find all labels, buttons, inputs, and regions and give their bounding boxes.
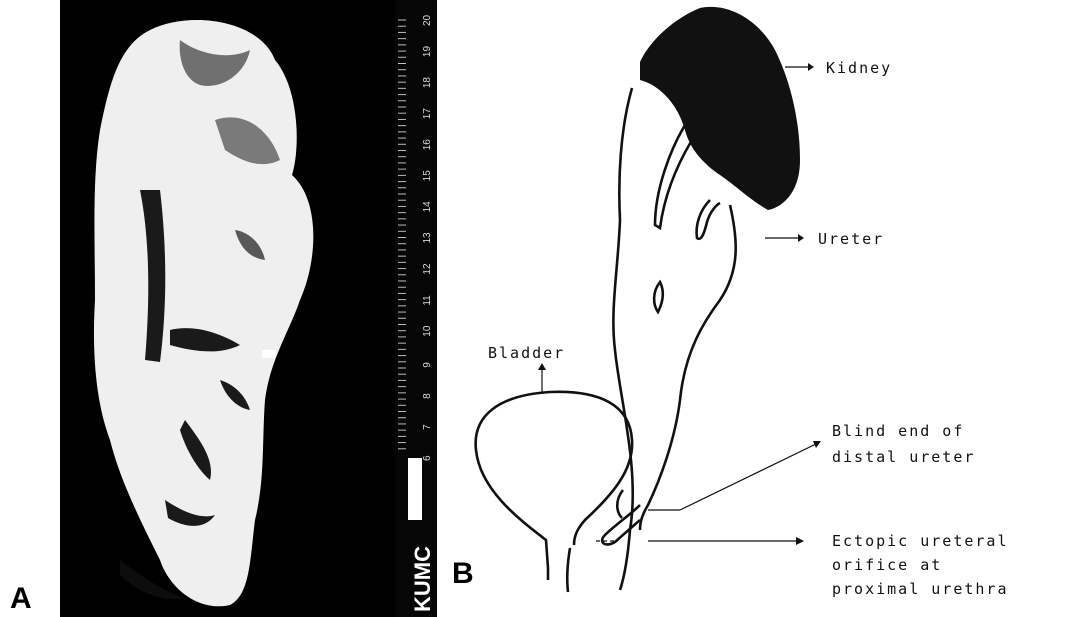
ruler-number: 14 bbox=[422, 201, 433, 213]
bladder-arrow-head bbox=[538, 363, 546, 370]
ruler: 20 19 18 17 16 15 14 13 12 11 10 9 8 7 6 KUMC bbox=[395, 0, 437, 617]
ruler-number: 9 bbox=[422, 362, 433, 368]
ruler-brand-label: KUMC bbox=[410, 546, 435, 612]
ruler-number: 19 bbox=[422, 46, 433, 58]
ureter-loop-lower bbox=[654, 282, 663, 312]
urethra bbox=[548, 548, 570, 592]
schematic-diagram: Kidney Ureter Bladder Blind end of dista… bbox=[440, 0, 1072, 617]
panel-letter-a: A bbox=[10, 582, 32, 615]
blind-end-arrow-line bbox=[680, 443, 818, 510]
specimen-photo: 20 19 18 17 16 15 14 13 12 11 10 9 8 7 6 KUMC A bbox=[0, 0, 440, 617]
label-ectopic-3: proximal urethra bbox=[832, 580, 1009, 598]
label-blind-end-2: distal ureter bbox=[832, 448, 975, 466]
bladder-outline bbox=[476, 392, 633, 568]
ectopic-arrow-head bbox=[796, 537, 804, 545]
label-kidney: Kidney bbox=[826, 59, 892, 77]
ureter-small-loop bbox=[697, 200, 720, 239]
kidney-arrow-head bbox=[808, 63, 814, 71]
blind-end-cap bbox=[617, 490, 623, 518]
ruler-scale-bar bbox=[408, 458, 422, 520]
ruler-number: 18 bbox=[422, 77, 433, 89]
distal-ureter bbox=[602, 505, 640, 544]
ruler-number: 16 bbox=[422, 139, 433, 151]
ruler-number: 7 bbox=[422, 424, 433, 430]
ruler-number: 6 bbox=[422, 455, 433, 461]
ruler-number: 12 bbox=[422, 263, 433, 275]
label-ectopic-1: Ectopic ureteral bbox=[832, 532, 1009, 550]
ruler-number: 11 bbox=[422, 295, 433, 306]
kidney-shape bbox=[640, 7, 800, 210]
panel-a-photo: 20 19 18 17 16 15 14 13 12 11 10 9 8 7 6 KUMC A bbox=[0, 0, 440, 617]
label-blind-end-1: Blind end of bbox=[832, 422, 964, 440]
panel-b-diagram: Kidney Ureter Bladder Blind end of dista… bbox=[440, 0, 1072, 617]
ureter-arrow-head bbox=[798, 234, 804, 242]
ruler-number: 13 bbox=[422, 232, 433, 244]
ruler-number: 8 bbox=[422, 393, 433, 399]
label-ureter: Ureter bbox=[818, 230, 884, 248]
specimen-tag bbox=[262, 350, 276, 358]
label-ectopic-2: orifice at bbox=[832, 556, 942, 574]
panel-letter-b: B bbox=[452, 557, 474, 590]
ruler-number: 10 bbox=[422, 325, 433, 337]
ruler-number: 17 bbox=[422, 108, 433, 120]
ruler-number: 15 bbox=[422, 170, 433, 182]
ureter-inner-branch bbox=[655, 125, 692, 228]
ureter-outline-right bbox=[640, 205, 736, 530]
label-bladder: Bladder bbox=[488, 344, 565, 362]
ruler-number: 20 bbox=[422, 14, 433, 26]
